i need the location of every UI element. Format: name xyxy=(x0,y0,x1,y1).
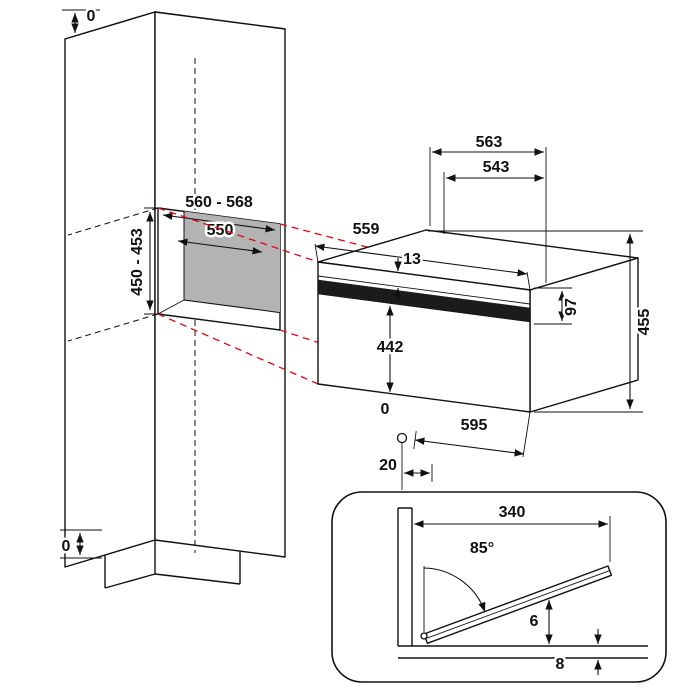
projection-line-top-left xyxy=(157,207,319,263)
niche-depth-label: 550 xyxy=(207,222,234,239)
detail-hinge xyxy=(420,632,428,640)
oven-width-body-label: 559 xyxy=(353,221,380,238)
detail-angle-label: 85° xyxy=(470,540,494,557)
oven-width-label: 595 xyxy=(461,417,488,434)
niche-interior-edges xyxy=(158,208,280,330)
projection-line-bottom-left xyxy=(157,313,319,385)
detail-bottom-gap-label: 8 xyxy=(556,656,565,673)
detail-door-depth-label: 340 xyxy=(499,504,526,521)
oven-front-height-ticks xyxy=(534,287,572,325)
oven-front-offset-label: 20 xyxy=(379,457,397,474)
detail-cabinet-panel xyxy=(397,507,413,646)
detail-angle-arc xyxy=(423,567,486,613)
installation-niche: 560 - 568 550 450 - 453 xyxy=(127,192,281,331)
oven-door-handle xyxy=(317,279,531,323)
oven-width-body-dim xyxy=(314,243,528,277)
oven-depth-ext xyxy=(429,147,547,283)
bottom-clearance-label: 0 xyxy=(62,538,71,555)
oven-top-gap-label: 13 xyxy=(403,251,421,268)
top-clearance-label: 0 xyxy=(87,8,96,25)
oven-floor-ref-label: 0 xyxy=(381,401,390,418)
niche-width-dim xyxy=(162,212,276,233)
oven-depth-total-label: 563 xyxy=(476,134,503,151)
detail-inset: 85° 340 6 8 xyxy=(331,491,667,683)
bottom-reference-ticks xyxy=(60,529,102,559)
oven-front-height-label: 97 xyxy=(563,298,580,316)
oven-door-top-edge xyxy=(317,275,531,305)
oven-door-height-label: 442 xyxy=(377,339,404,356)
detail-base-lines xyxy=(398,645,648,659)
detail-bubble-border xyxy=(331,491,667,683)
built-in-oven: 559 563 543 13 442 97 455 595 0 20 xyxy=(314,132,656,490)
oven-height-ext xyxy=(428,230,643,413)
detail-reference-point xyxy=(396,432,408,444)
niche-level-lines xyxy=(67,207,159,342)
niche-width-label: 560 - 568 xyxy=(185,194,253,211)
detail-door-midline xyxy=(425,570,610,640)
niche-height-label: 450 - 453 xyxy=(129,228,146,296)
niche-depth-dim xyxy=(177,238,263,255)
oven-width-dim xyxy=(414,437,525,457)
detail-door-gap-label: 6 xyxy=(530,613,539,630)
oven-height-label: 455 xyxy=(636,309,653,336)
oven-depth-body-label: 543 xyxy=(483,159,510,176)
cabinet-plinth xyxy=(104,540,241,589)
